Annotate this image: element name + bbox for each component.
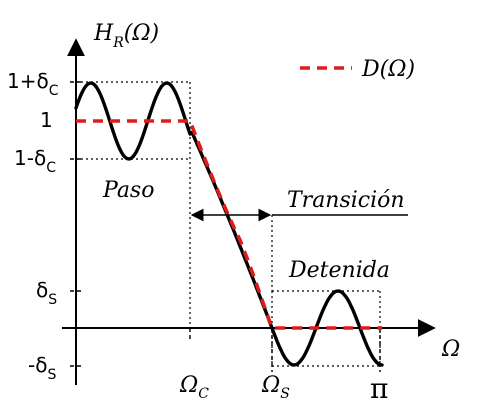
x-tick-label-omega-c: ΩC — [179, 373, 209, 402]
actual-response-curve — [74, 81, 384, 367]
x-tick-label-pi: π — [370, 372, 388, 405]
y-tick-label-one: 1 — [40, 108, 53, 132]
region-label-pass: Paso — [102, 178, 154, 203]
y-axis-label: HR(Ω) — [93, 21, 159, 51]
x-axis-label: Ω — [441, 337, 460, 362]
legend: D(Ω) — [300, 57, 415, 82]
y-tick-label-one-minus-delta-c: 1-δC — [14, 146, 56, 176]
region-label-transition: Transición — [287, 188, 405, 213]
legend-label-ideal: D(Ω) — [361, 57, 415, 82]
region-label-stop: Detenida — [288, 258, 390, 283]
tolerance-guides — [76, 81, 381, 367]
ideal-response-line — [76, 119, 382, 330]
y-tick-label-delta-s: δS — [36, 278, 57, 308]
x-tick-label-omega-s: ΩS — [261, 373, 290, 402]
y-tick-label-one-plus-delta-c: 1+δC — [7, 69, 59, 99]
y-tick-label-minus-delta-s: -δS — [28, 353, 56, 383]
